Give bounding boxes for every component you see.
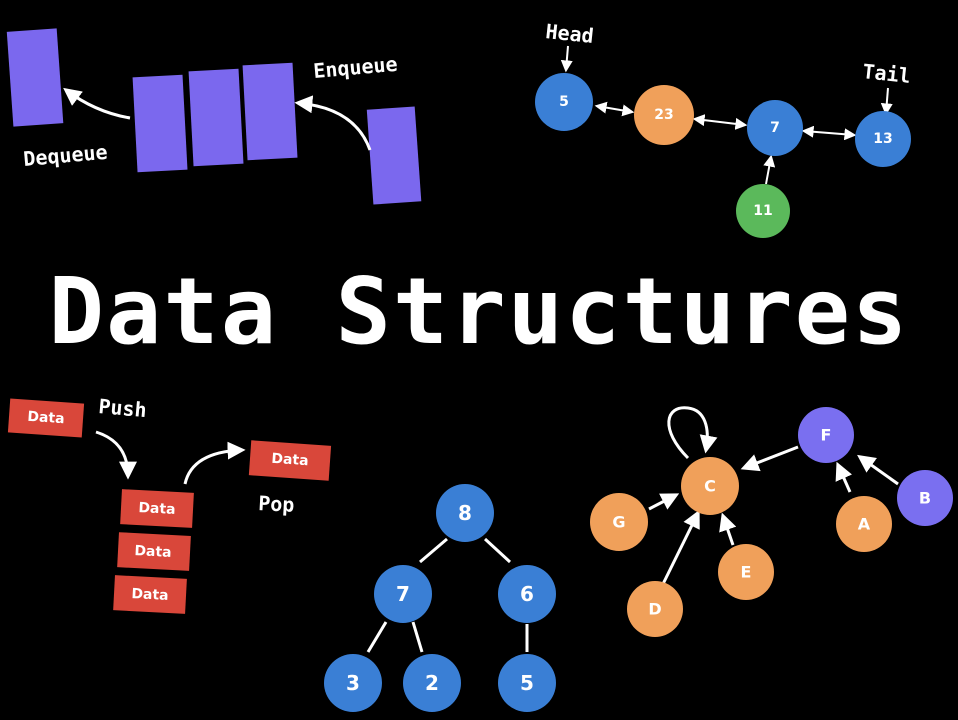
stack-item: Data	[120, 489, 194, 528]
list-node-value: 7	[770, 120, 780, 136]
stack-item: Data	[117, 532, 191, 571]
graph-node: F	[798, 407, 854, 463]
queue-block	[242, 62, 298, 161]
linked-list-diagram: Head Tail 5 23 7 13 11	[535, 19, 912, 238]
list-node-value: 5	[559, 94, 569, 110]
stack-popped-item: Data	[248, 440, 332, 481]
graph-node: B	[897, 470, 953, 526]
svg-text:B: B	[919, 489, 931, 508]
list-node: 7	[747, 100, 803, 156]
head-pointer-arrow	[560, 45, 573, 73]
tree-node: 2	[403, 654, 461, 712]
queue-dequeued-block	[6, 28, 64, 127]
list-node-value: 13	[873, 131, 892, 147]
list-node: 11	[736, 184, 790, 238]
svg-text:6: 6	[520, 582, 534, 606]
tree-node: 6	[498, 565, 556, 623]
queue-block	[132, 74, 188, 173]
queue-block	[188, 68, 244, 167]
tree-edge	[366, 621, 388, 653]
enqueue-label: Enqueue	[312, 52, 398, 83]
graph-edge	[719, 512, 737, 546]
graph-node: A	[836, 496, 892, 552]
svg-text:Data: Data	[131, 586, 169, 604]
graph-node: G	[590, 493, 648, 551]
svg-text:8: 8	[458, 501, 472, 525]
tree-node: 8	[436, 484, 494, 542]
svg-text:2: 2	[425, 671, 439, 695]
tail-pointer-arrow	[880, 87, 893, 116]
svg-text:Data: Data	[27, 409, 65, 428]
tree-node: 7	[374, 565, 432, 623]
tree-edge	[411, 621, 424, 653]
graph-self-loop	[667, 406, 718, 460]
graph-node: C	[681, 457, 739, 515]
tree-edge	[419, 537, 448, 564]
page-title: Data Structures	[48, 258, 910, 365]
tree-node: 5	[498, 654, 556, 712]
list-node: 5	[535, 73, 593, 131]
svg-text:Data: Data	[138, 500, 176, 518]
queue-enqueued-block	[366, 106, 422, 205]
graph-node: D	[627, 581, 683, 637]
tree-node: 3	[324, 654, 382, 712]
list-node-value: 23	[654, 107, 673, 123]
svg-text:3: 3	[346, 671, 360, 695]
graph-edge	[857, 454, 899, 486]
dequeue-arrow	[63, 87, 131, 120]
svg-text:7: 7	[396, 582, 410, 606]
push-label: Push	[98, 394, 148, 422]
svg-text:D: D	[648, 600, 661, 619]
link-arrow	[594, 101, 635, 117]
tree-diagram: 8 7 6 3 2 5	[324, 484, 556, 712]
tail-label: Tail	[861, 59, 911, 88]
link-arrow	[692, 114, 748, 130]
link-arrow	[801, 125, 857, 141]
pop-arrow	[183, 441, 246, 485]
svg-text:F: F	[821, 426, 832, 445]
list-node: 23	[634, 85, 694, 145]
enqueue-arrow	[294, 95, 372, 151]
list-node: 13	[855, 111, 911, 167]
graph-node: E	[718, 544, 774, 600]
push-arrow	[95, 430, 137, 480]
svg-text:Data: Data	[134, 543, 172, 561]
dequeue-label: Dequeue	[22, 140, 108, 171]
pop-label: Pop	[258, 491, 295, 517]
svg-text:A: A	[858, 515, 871, 534]
svg-text:C: C	[704, 477, 716, 496]
svg-text:Data: Data	[271, 451, 309, 470]
stack-item: Data	[113, 575, 187, 614]
graph-edge	[740, 445, 799, 472]
graph-edge	[661, 509, 700, 585]
queue-diagram: Dequeue Enqueue	[6, 28, 422, 205]
graph-edge	[835, 461, 853, 493]
head-label: Head	[544, 19, 594, 48]
list-node-value: 11	[753, 203, 772, 219]
graph-diagram: C F G B A E D	[590, 406, 953, 637]
svg-text:E: E	[741, 563, 752, 582]
stack-pushed-item: Data	[7, 398, 85, 438]
graph-edge	[648, 493, 680, 511]
svg-text:G: G	[612, 513, 625, 532]
tree-edge	[483, 537, 512, 564]
svg-text:5: 5	[520, 671, 534, 695]
link-arrow	[763, 154, 776, 185]
stack-diagram: Data Data Data Data Data Push Pop	[7, 394, 332, 614]
